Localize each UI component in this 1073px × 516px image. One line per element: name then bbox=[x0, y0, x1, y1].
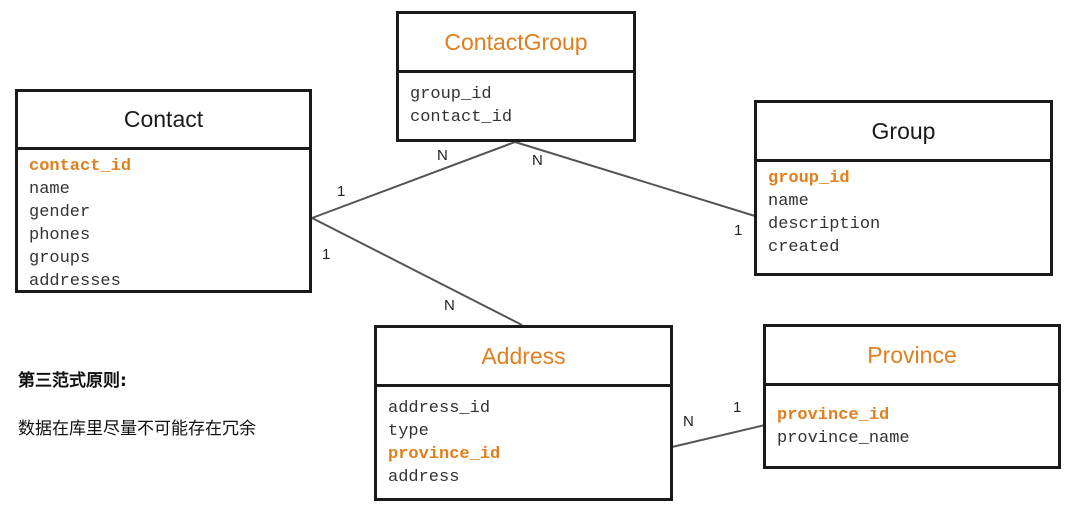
entity-field: phones bbox=[29, 226, 91, 245]
entity-field: address bbox=[388, 468, 460, 487]
card-address-from-contact: N bbox=[444, 297, 455, 314]
entity-group-title: Group bbox=[757, 103, 1050, 162]
card-address-from-province: N bbox=[683, 413, 694, 430]
entity-field: groups bbox=[29, 249, 91, 268]
entity-province: Province province_id province_name bbox=[763, 324, 1061, 469]
entity-province-fields: province_id province_name bbox=[766, 386, 1058, 450]
note-title: 第三范式原则: bbox=[18, 371, 127, 391]
card-contact-to-address: 1 bbox=[322, 246, 331, 263]
entity-field: created bbox=[768, 238, 840, 257]
key-field: group_id bbox=[768, 169, 850, 188]
entity-field: address_id bbox=[388, 399, 491, 418]
entity-field: name bbox=[768, 192, 809, 211]
entity-contactgroup-fields: group_id contact_id bbox=[399, 73, 633, 129]
card-contact-to-contactgroup: 1 bbox=[337, 183, 346, 200]
entity-address-title: Address bbox=[377, 328, 670, 387]
entity-contactgroup-title: ContactGroup bbox=[399, 14, 633, 73]
line-contact-contactgroup bbox=[311, 141, 516, 219]
entity-field: name bbox=[29, 180, 70, 199]
entity-field: description bbox=[768, 215, 881, 234]
entity-field: addresses bbox=[29, 272, 121, 291]
entity-field: gender bbox=[29, 203, 91, 222]
entity-field: group_id bbox=[410, 85, 492, 104]
card-contactgroup-from-group: N bbox=[532, 152, 543, 169]
line-contact-address bbox=[311, 217, 523, 326]
key-field: province_id bbox=[777, 406, 890, 425]
card-contactgroup-from-contact: N bbox=[437, 147, 448, 164]
card-group-to-contactgroup: 1 bbox=[734, 222, 743, 239]
entity-province-title: Province bbox=[766, 327, 1058, 386]
card-province-to-address: 1 bbox=[733, 399, 742, 416]
entity-field: province_name bbox=[777, 429, 910, 448]
entity-contactgroup: ContactGroup group_id contact_id bbox=[396, 11, 636, 142]
entity-field: type bbox=[388, 422, 429, 441]
line-address-province bbox=[671, 424, 766, 448]
key-field: contact_id bbox=[29, 157, 132, 176]
entity-field: contact_id bbox=[410, 108, 513, 127]
line-contactgroup-group bbox=[514, 141, 756, 217]
key-field: province_id bbox=[388, 445, 501, 464]
note-body: 数据在库里尽量不可能存在冗余 bbox=[18, 419, 256, 439]
entity-contact-title: Contact bbox=[18, 92, 309, 150]
